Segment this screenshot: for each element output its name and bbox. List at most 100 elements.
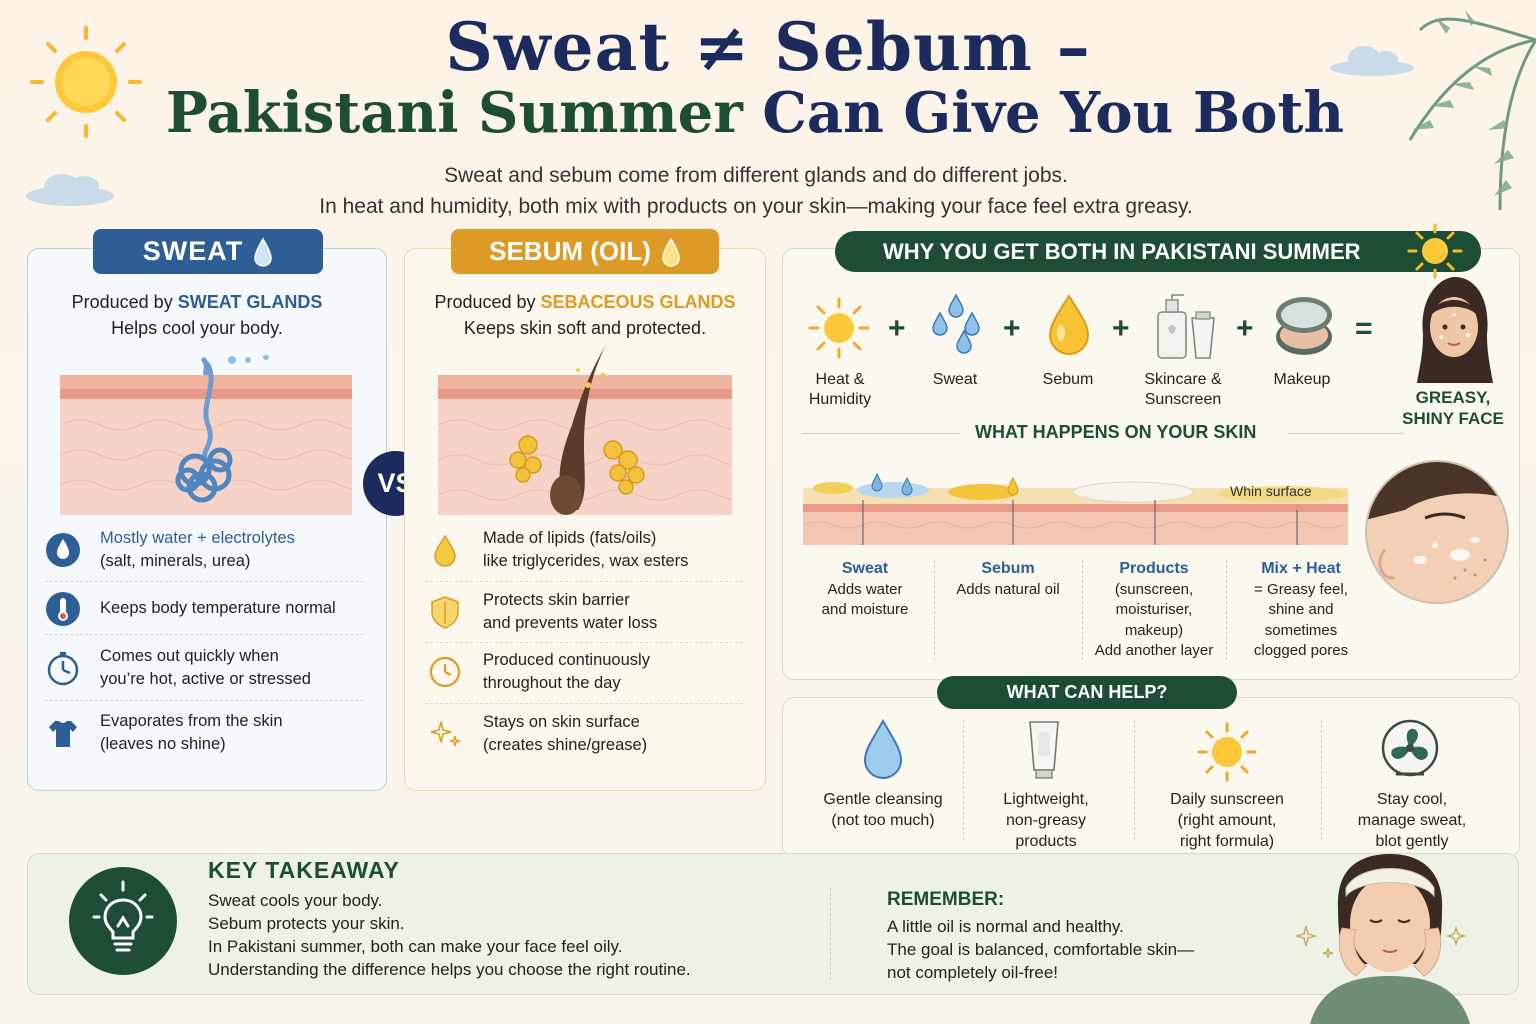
skin-label-line: Add another layer (1094, 642, 1214, 659)
sweat-produced-prefix: Produced by (71, 292, 178, 312)
sebum-feature-title: Stays on skin surface (483, 713, 640, 731)
skin-label-line: and moisture (821, 601, 909, 618)
skin-section-heading: WHAT HAPPENS ON YOUR SKIN (975, 422, 1257, 442)
help-item-stay-cool: Stay cool, manage sweat, blot gently (1340, 789, 1484, 852)
divider (45, 581, 363, 582)
remember-text: A little oil is normal and healthy. The … (887, 915, 1194, 984)
sweat-feature-detail: (salt, minerals, urea) (100, 552, 251, 570)
equation-label-line: Sunscreen (1144, 391, 1222, 408)
skin-label-line: Adds water (827, 580, 903, 598)
sebum-feature-detail: (creates shine/grease) (483, 736, 648, 754)
divider (1288, 433, 1404, 434)
equation-label-line: Heat & (815, 371, 865, 388)
divider (963, 720, 964, 840)
water-drop-icon (863, 719, 903, 779)
divider (1134, 720, 1135, 840)
palm-leaf-icon (1408, 17, 1536, 211)
key-takeaway-heading: KEY TAKEAWAY (208, 857, 400, 883)
page-subtitle-heading: Pakistani Summer Can Give You Both (0, 80, 1510, 146)
skin-label-line: clogged pores (1253, 642, 1349, 659)
divider (425, 581, 743, 582)
sebaceous-gland-illustration (438, 345, 732, 515)
help-item-line: (not too much) (831, 812, 935, 829)
lotion-tube-icon (1029, 721, 1059, 779)
woman-washing-face-illustration (1295, 854, 1470, 1024)
sweat-feature-title: Mostly water + electrolytes (100, 529, 295, 547)
stopwatch-icon (45, 650, 81, 686)
plus-sign: + (888, 312, 906, 345)
help-item-line: Lightweight, (1003, 791, 1089, 808)
equation-label: Makeup (1273, 371, 1331, 388)
equation-label-line: Skincare & (1144, 371, 1222, 388)
result-line: GREASY, (1415, 388, 1491, 407)
equation-label: Skincare & Sunscreen (1133, 370, 1233, 410)
sun-icon (30, 26, 142, 138)
help-item-line: (right amount, (1177, 812, 1277, 829)
key-takeaway-panel (27, 853, 1519, 995)
divider (802, 433, 960, 434)
divider (45, 634, 363, 635)
equation-label: Sweat (932, 371, 978, 388)
skin-label-mix: Mix + Heat = Greasy feel, shine and some… (1236, 559, 1366, 662)
remember-heading: REMEMBER: (887, 889, 1005, 910)
oil-drop-icon (662, 237, 680, 267)
sweat-feature-detail: you’re hot, active or stressed (100, 670, 311, 688)
why-header: WHY YOU GET BOTH IN PAKISTANI SUMMER (835, 231, 1481, 272)
intro-text: Sweat and sebum come from different glan… (0, 160, 1512, 222)
title-green-part: Pakistani Summer (165, 80, 743, 146)
title-rest-part: Can Give You Both (742, 80, 1345, 146)
key-line: Understanding the difference helps you c… (208, 960, 691, 979)
clock-icon (427, 654, 463, 690)
help-item-line: manage sweat, (1357, 812, 1467, 829)
sebum-panel (404, 248, 766, 791)
sweat-feature-title: Keeps body temperature normal (100, 599, 336, 617)
skin-label-line: Adds natural oil (956, 580, 1060, 598)
divider (1082, 560, 1083, 660)
help-item-line: non-greasy (1005, 812, 1087, 829)
plus-sign: + (1003, 312, 1021, 345)
sweat-feature-title: Evaporates from the skin (100, 712, 283, 730)
sweat-feature-detail: (leaves no shine) (100, 735, 226, 753)
skin-label-title: Sebum (981, 560, 1035, 577)
skin-label-title: Mix + Heat (1261, 560, 1341, 577)
divider (45, 700, 363, 701)
compact-makeup-icon (1276, 297, 1332, 355)
skin-label-line: moisturiser, (1115, 601, 1193, 618)
help-item-line: blot gently (1375, 833, 1449, 850)
page-title: Sweat ≠ Sebum – (445, 8, 1091, 86)
sebum-feature-detail: and prevents water loss (483, 614, 658, 632)
skin-label-title: Sweat (841, 560, 889, 577)
help-item-line: products (1015, 833, 1077, 850)
sebum-purpose: Keeps skin soft and protected. (463, 318, 707, 338)
skin-label-sweat: Sweat Adds water and moisture (805, 559, 925, 621)
sweat-produced-line: Produced by SWEAT GLANDS (27, 289, 367, 315)
equation-label: Sebum (1042, 371, 1094, 388)
sebum-header-label: SEBUM (OIL) (489, 236, 651, 266)
remember-line: A little oil is normal and healthy. (887, 917, 1124, 936)
sebum-header: SEBUM (OIL) (451, 229, 719, 274)
sebum-produced-prefix: Produced by (434, 292, 541, 312)
skin-label-title: Products (1119, 560, 1189, 577)
heat-sun-icon (808, 297, 870, 359)
divider (830, 888, 831, 980)
skin-label-line: = Greasy feel, (1254, 580, 1348, 598)
intro-line-2: In heat and humidity, both mix with prod… (319, 195, 1193, 218)
sweat-gland-illustration (60, 355, 352, 515)
skin-label-line: sometimes (1264, 621, 1338, 639)
fan-icon (1381, 719, 1439, 777)
sweat-drops-icon (932, 293, 980, 354)
sweat-feature-title: Comes out quickly when (100, 647, 279, 665)
help-item-sunscreen: Daily sunscreen (right amount, right for… (1150, 789, 1304, 852)
equation-label: Heat & Humidity (790, 370, 890, 410)
sebum-produced: Produced by SEBACEOUS GLANDS Keeps skin … (404, 289, 766, 341)
key-takeaway-text: Sweat cools your body. Sebum protects yo… (208, 889, 691, 981)
plus-sign: + (1236, 312, 1254, 345)
thin-surface-label: Whin surface (1230, 483, 1312, 499)
oil-drop-icon (1048, 294, 1090, 355)
divider (1321, 720, 1322, 840)
divider (934, 560, 935, 660)
help-item-cleansing: Gentle cleansing (not too much) (812, 789, 954, 831)
result-label: GREASY, SHINY FACE (1393, 387, 1513, 429)
plus-sign: + (1112, 312, 1130, 345)
sebum-feature-list: Made of lipids (fats/oils) like triglyce… (425, 527, 745, 767)
